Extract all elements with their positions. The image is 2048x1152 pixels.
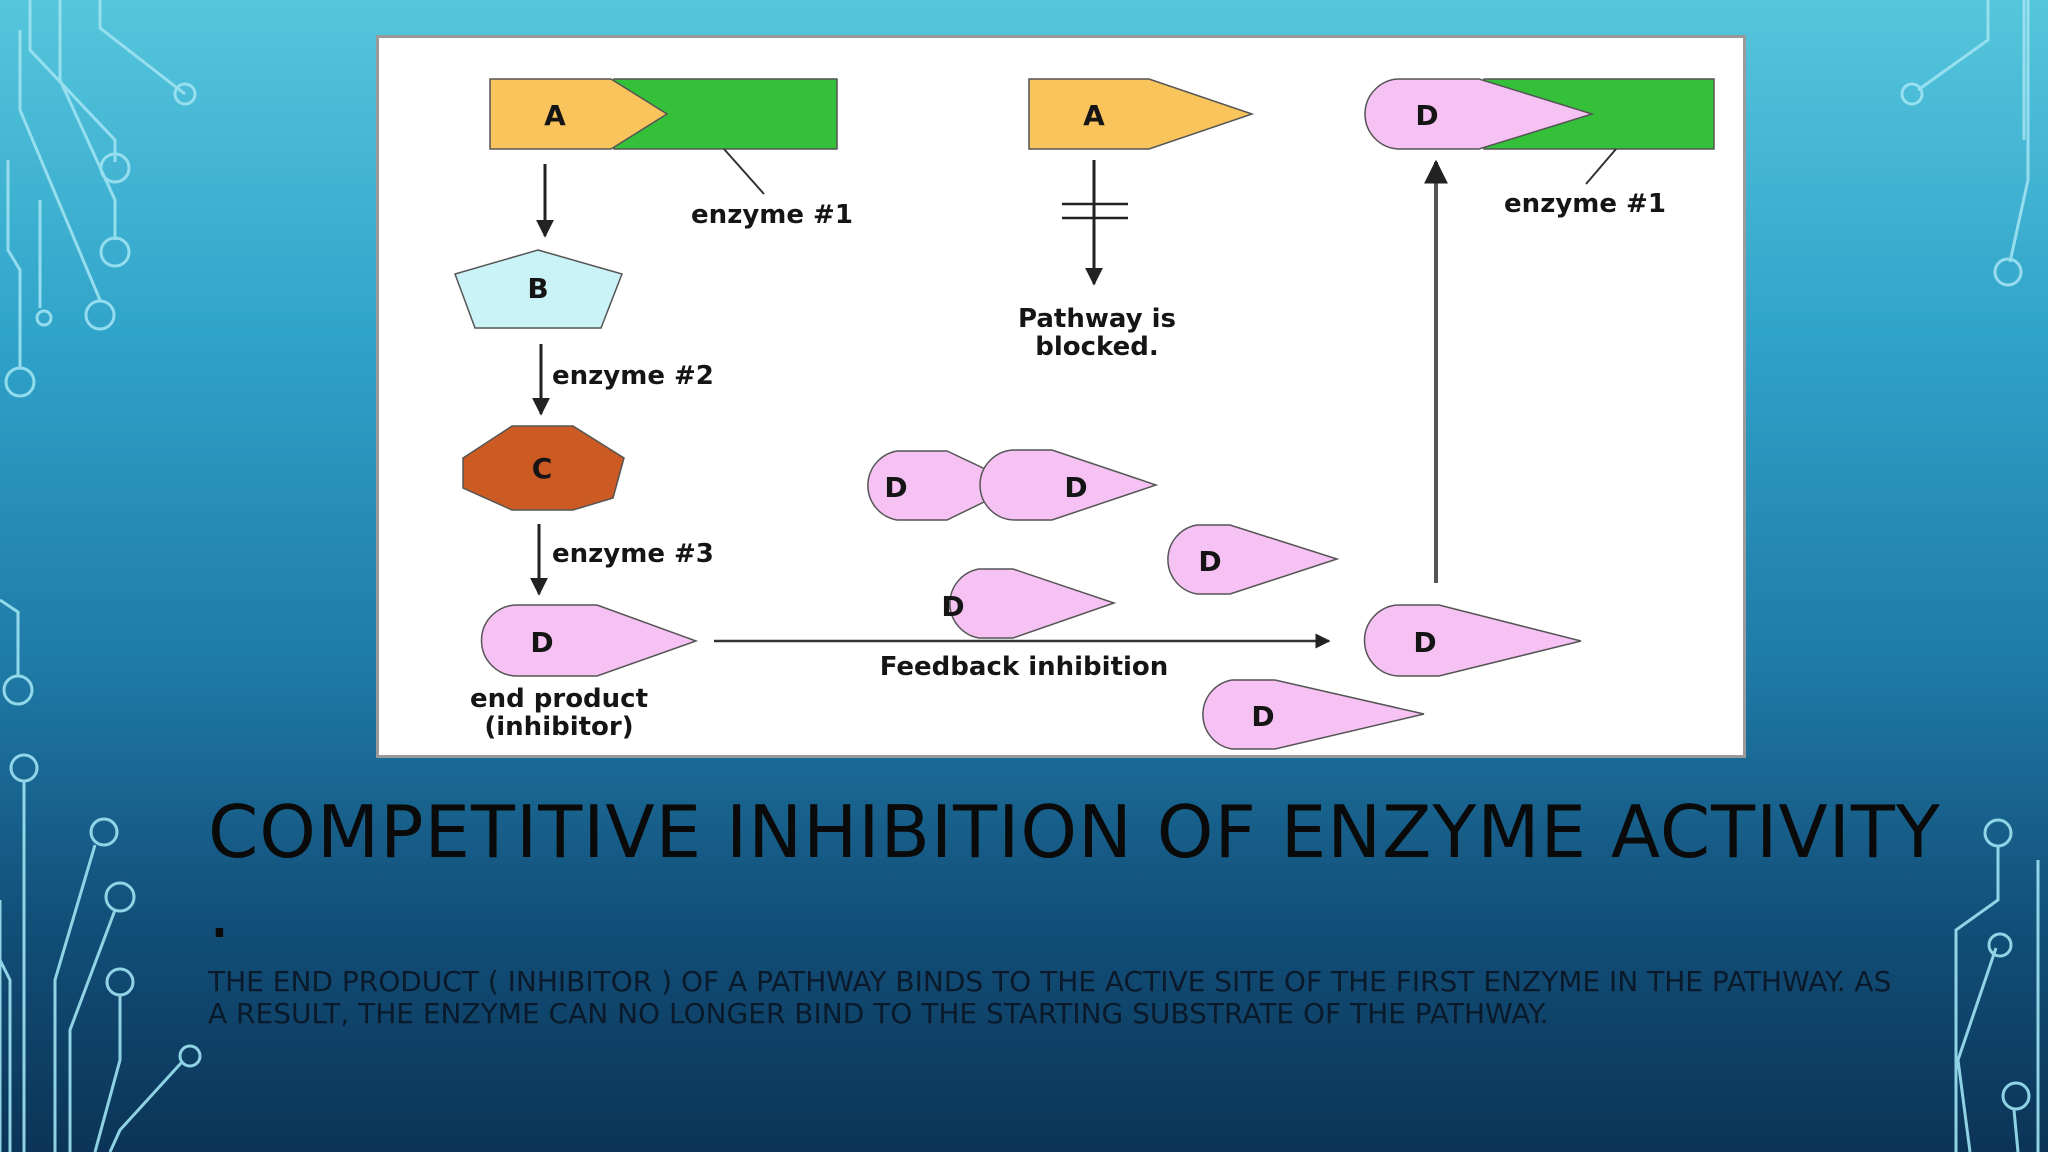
substrate-a-blocked-label: A bbox=[1083, 99, 1105, 132]
slide-body-text: THE END PRODUCT ( INHIBITOR ) OF A PATHW… bbox=[208, 965, 1892, 1030]
floating-d-shape-4: D bbox=[941, 568, 1117, 639]
intermediate-b-label: B bbox=[527, 272, 548, 305]
enzyme-1-right-label: enzyme #1 bbox=[1504, 189, 1666, 219]
enzyme-1-leader-line bbox=[723, 148, 765, 195]
feedback-label: Feedback inhibition bbox=[880, 652, 1169, 682]
bound-inhibitor-d-label: D bbox=[1415, 99, 1438, 132]
circuit-decoration-right bbox=[1900, 0, 2040, 1152]
bound-inhibitor-d-shape: D bbox=[1364, 78, 1595, 150]
floating-d-shape-3: D bbox=[1167, 524, 1340, 595]
floating-d-label-5: D bbox=[1413, 626, 1436, 659]
floating-d-shape-1: D bbox=[867, 450, 1021, 521]
floating-d-shape-6: D bbox=[1202, 679, 1425, 750]
end-product-label: end product bbox=[470, 684, 648, 714]
floating-d-label-2: D bbox=[1064, 471, 1087, 504]
intermediate-b-shape: B bbox=[454, 249, 623, 329]
enzyme-pathway-diagram: A enzyme #1 B enzyme #2 C enzyme #3 D en… bbox=[376, 35, 1746, 758]
floating-d-shape-2: D bbox=[979, 449, 1159, 521]
intermediate-c-label: C bbox=[532, 452, 553, 485]
substrate-a-label: A bbox=[544, 99, 566, 132]
substrate-a-blocked-shape: A bbox=[1028, 78, 1255, 150]
intermediate-c-shape: C bbox=[462, 425, 625, 511]
slide-title: COMPETITIVE INHIBITION OF ENZYME ACTIVIT… bbox=[208, 790, 1941, 954]
enzyme-2-label: enzyme #2 bbox=[552, 361, 714, 391]
enzyme-3-label: enzyme #3 bbox=[552, 539, 714, 569]
circuit-decoration-left bbox=[0, 0, 202, 1152]
diagram-canvas: A enzyme #1 B enzyme #2 C enzyme #3 D en… bbox=[454, 78, 1715, 750]
floating-d-label-1: D bbox=[884, 471, 907, 504]
pathway-blocked-line2: blocked. bbox=[1035, 332, 1159, 362]
enzyme-1-label: enzyme #1 bbox=[691, 200, 853, 230]
pathway-blocked-line1: Pathway is bbox=[1018, 304, 1176, 334]
floating-d-shape-5: D bbox=[1363, 604, 1582, 677]
end-product-d-shape: D bbox=[480, 604, 699, 677]
enzyme-1-right-leader-line bbox=[1585, 148, 1617, 185]
floating-d-label-6: D bbox=[1251, 700, 1274, 733]
substrate-a-shape: A bbox=[489, 78, 669, 150]
floating-d-label-4: D bbox=[941, 590, 964, 623]
inhibitor-label: (inhibitor) bbox=[484, 712, 633, 742]
floating-d-label-3: D bbox=[1198, 545, 1221, 578]
end-product-d-label: D bbox=[530, 626, 553, 659]
